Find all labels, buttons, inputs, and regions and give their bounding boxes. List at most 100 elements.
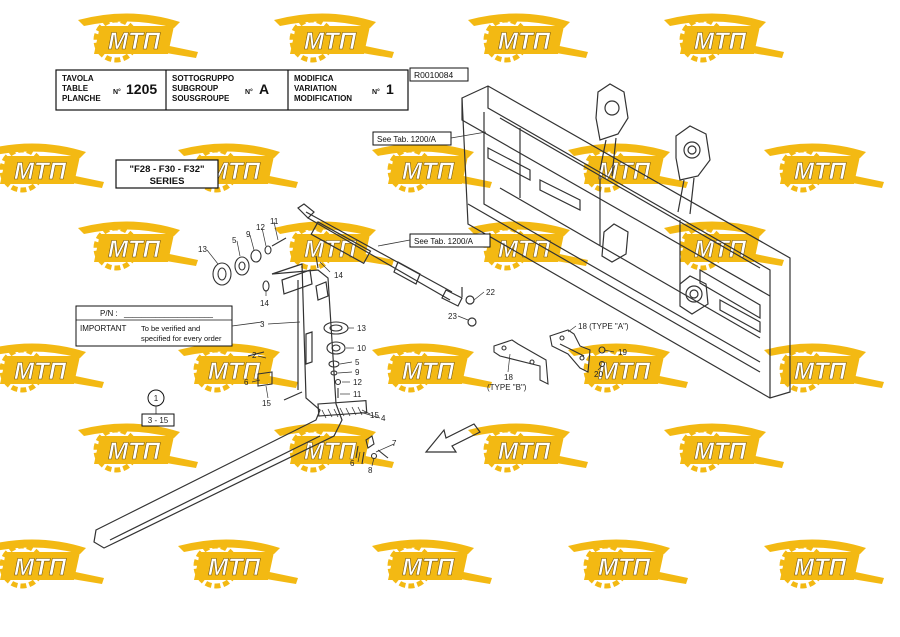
watermark-logo: МТП bbox=[178, 539, 298, 589]
watermark-text: МТП bbox=[694, 438, 747, 465]
callout-12b: 12 bbox=[353, 378, 362, 387]
callout-10: 10 bbox=[357, 344, 366, 353]
watermark-logo: МТП bbox=[178, 143, 298, 193]
see-tab-text-a: See Tab. 1200/A bbox=[377, 135, 437, 144]
watermark-text: МТП bbox=[498, 438, 551, 465]
watermark-text: МТП bbox=[208, 358, 261, 385]
callout-13b: 13 bbox=[357, 324, 366, 333]
watermark-text: МТП bbox=[694, 28, 747, 55]
callout-1: 1 bbox=[154, 394, 159, 403]
callout-15b: 15 bbox=[370, 411, 379, 420]
callout-11a: 11 bbox=[270, 217, 279, 226]
callout-kit: 1 3 - 15 bbox=[141, 389, 175, 427]
watermark-text: МТП bbox=[402, 554, 455, 581]
mod-label-it: MODIFICA bbox=[294, 74, 334, 83]
watermark-text: МТП bbox=[108, 236, 161, 263]
callout-14a: 14 bbox=[260, 299, 269, 308]
watermark-text: МТП bbox=[498, 236, 551, 263]
watermark-text: МТП bbox=[14, 358, 67, 385]
watermark-text: МТП bbox=[208, 554, 261, 581]
callout-23: 23 bbox=[448, 312, 457, 321]
callout-5b: 5 bbox=[355, 358, 360, 367]
mod-label-fr: MODIFICATION bbox=[294, 94, 352, 103]
callout-5a: 5 bbox=[232, 236, 237, 245]
note-line-1: To be verified and bbox=[141, 324, 200, 333]
watermark-logo: МТП bbox=[372, 343, 492, 393]
see-tab-text-b: See Tab. 1200/A bbox=[414, 237, 474, 246]
watermark-logo: МТП bbox=[0, 143, 104, 193]
callout-9b: 9 bbox=[355, 368, 360, 377]
mod-value: 1 bbox=[386, 81, 394, 97]
watermark-text: МТП bbox=[304, 236, 357, 263]
watermark-text: МТП bbox=[304, 28, 357, 55]
plate-hatch bbox=[321, 406, 363, 419]
small-parts bbox=[212, 237, 389, 465]
watermark-text: МТП bbox=[794, 554, 847, 581]
fork-carriage-frame bbox=[461, 83, 791, 399]
callout-2: 2 bbox=[252, 351, 257, 360]
callout-7: 7 bbox=[392, 439, 397, 448]
watermark-logo: МТП bbox=[468, 221, 588, 271]
pn-note-box: P/N : ____________________ IMPORTANT To … bbox=[75, 305, 263, 347]
callout-type-b: (TYPE "B") bbox=[487, 383, 527, 392]
subgroup-label-fr: SOUSGROUPE bbox=[172, 94, 230, 103]
series-word: SERIES bbox=[150, 176, 185, 187]
title-block: TAVOLA TABLE PLANCHE N° 1205 SOTTOGRUPPO… bbox=[55, 67, 469, 111]
subgroup-value: A bbox=[259, 81, 269, 97]
table-no-prefix: N° bbox=[113, 88, 121, 96]
callout-18b: 18 bbox=[504, 373, 513, 382]
watermark-logo: МТП bbox=[78, 13, 198, 63]
callout-13a: 13 bbox=[198, 245, 207, 254]
mod-prefix: N° bbox=[372, 88, 380, 96]
pn-label: P/N : bbox=[100, 309, 118, 318]
watermark-logo: МТП bbox=[568, 539, 688, 589]
callout-4: 4 bbox=[381, 414, 386, 423]
watermark-logo: МТП bbox=[764, 539, 884, 589]
callout-12a: 12 bbox=[256, 223, 265, 232]
callout-3-15: 3 - 15 bbox=[148, 416, 169, 425]
callout-6a: 6 bbox=[244, 378, 249, 387]
callout-9a: 9 bbox=[246, 230, 251, 239]
table-label-fr: PLANCHE bbox=[62, 94, 101, 103]
important-label: IMPORTANT bbox=[80, 324, 126, 333]
callout-3: 3 bbox=[260, 320, 265, 329]
subgroup-prefix: N° bbox=[245, 88, 253, 96]
watermark-text: МТП bbox=[598, 358, 651, 385]
watermark-logo: МТП bbox=[0, 539, 104, 589]
callout-8: 8 bbox=[368, 466, 373, 475]
watermark-text: МТП bbox=[498, 28, 551, 55]
callout-19: 19 bbox=[618, 348, 627, 357]
watermark-text: МТП bbox=[598, 554, 651, 581]
table-number: 1205 bbox=[126, 81, 157, 97]
subgroup-label-en: SUBGROUP bbox=[172, 84, 219, 93]
watermark-logo: МТП bbox=[468, 423, 588, 473]
mod-label-en: VARIATION bbox=[294, 84, 337, 93]
watermark-logo: МТП bbox=[178, 343, 298, 393]
table-label-en: TABLE bbox=[62, 84, 89, 93]
callout-11b: 11 bbox=[353, 390, 362, 399]
watermark-logo: МТП bbox=[468, 13, 588, 63]
watermark-text: МТП bbox=[402, 358, 455, 385]
subgroup-label-it: SOTTOGRUPPO bbox=[172, 74, 234, 83]
table-label-it: TAVOLA bbox=[62, 74, 94, 83]
watermark-layer: МТП МТП МТП МТП МТП МТП МТП МТП МТП МТП МТП МТП МТП М… bbox=[0, 13, 884, 589]
watermark-text: МТП bbox=[108, 438, 161, 465]
watermark-logo: МТП bbox=[372, 143, 492, 193]
watermark-logo: МТП bbox=[568, 143, 688, 193]
series-label: "F28 - F30 - F32" SERIES bbox=[115, 159, 219, 189]
watermark-text: МТП bbox=[14, 554, 67, 581]
watermark-logo: МТП bbox=[0, 343, 104, 393]
watermark-text: МТП bbox=[598, 158, 651, 185]
watermark-text: МТП bbox=[402, 158, 455, 185]
watermark-logo: МТП bbox=[274, 423, 394, 473]
watermark-logo: МТП bbox=[764, 343, 884, 393]
watermark-logo: МТП bbox=[274, 13, 394, 63]
watermark-logo: МТП bbox=[664, 221, 784, 271]
callout-15a: 15 bbox=[262, 399, 271, 408]
callout-18-type-a: 18 (TYPE "A") bbox=[578, 322, 629, 331]
callout-20: 20 bbox=[594, 370, 603, 379]
watermark-text: МТП bbox=[108, 28, 161, 55]
callout-14b: 14 bbox=[334, 271, 343, 280]
watermark-text: МТП bbox=[794, 158, 847, 185]
